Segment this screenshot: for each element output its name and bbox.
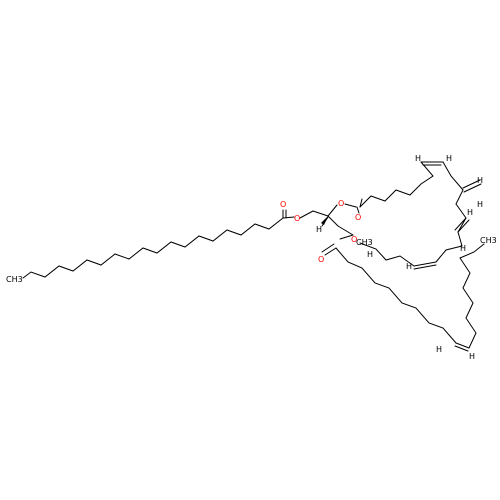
lower-acyl-chain	[321, 234, 485, 352]
hydrogen-label: H	[406, 262, 412, 271]
hydrogen-label: H	[436, 345, 442, 354]
hydrogen-label: H	[469, 352, 475, 361]
methyl-label: CH3	[6, 275, 23, 284]
hydrogen-label: H	[460, 244, 466, 253]
oxygen-label: O	[351, 235, 357, 244]
oxygen-label: O	[355, 213, 361, 222]
oxygen-label: O	[338, 199, 344, 208]
atom-labels: O O O O O O H H H H H H H H H H H CH3 CH…	[6, 154, 497, 361]
methyl-label: CH3	[480, 236, 497, 245]
glycerol-backbone	[299, 204, 354, 236]
oxygen-label: O	[318, 255, 324, 264]
middle-acyl-chain	[344, 161, 482, 270]
hydrogen-label: H	[477, 200, 483, 209]
hydrogen-label: H	[446, 154, 452, 163]
hydrogen-label: H	[467, 208, 473, 217]
hydrogen-label: H	[316, 225, 322, 234]
stereo-wedge	[321, 216, 328, 225]
methyl-label: CH3	[356, 238, 373, 247]
oxygen-label: O	[294, 214, 300, 223]
oxygen-label: O	[280, 200, 286, 209]
hydrogen-label: H	[367, 250, 373, 259]
hydrogen-label: H	[477, 176, 483, 185]
hydrogen-label: H	[415, 154, 421, 163]
left-acyl-chain	[22, 209, 295, 279]
